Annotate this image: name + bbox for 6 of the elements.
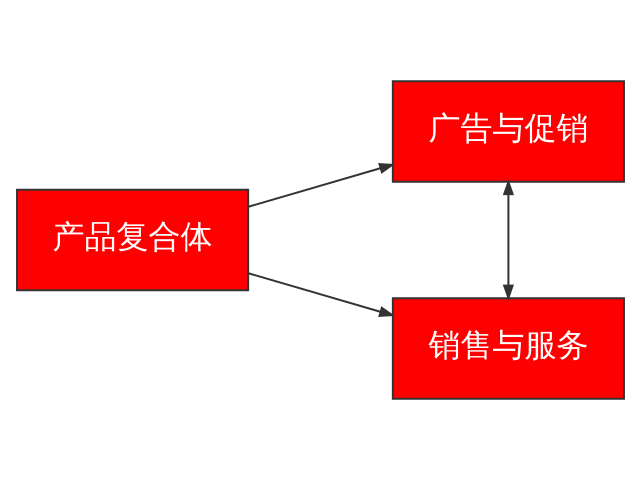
node-box: 销售与服务 — [391, 297, 624, 400]
node-box: 广告与促销 — [391, 80, 624, 183]
arrow — [502, 179, 514, 301]
node-box: 产品复合体 — [16, 188, 249, 292]
arrow — [247, 272, 395, 317]
arrow — [247, 163, 395, 208]
